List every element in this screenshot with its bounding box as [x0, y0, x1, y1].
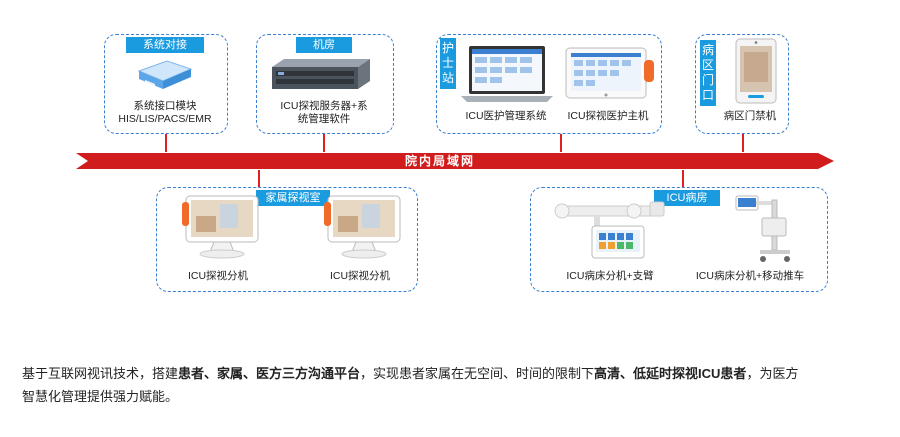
connector-door	[742, 134, 744, 152]
bed-arm-caption: ICU病床分机+支臂	[566, 270, 654, 282]
nurse-system-caption: ICU医护管理系统	[465, 110, 547, 122]
bed-terminal-arm-icon	[554, 201, 665, 259]
bed-terminal-cart-icon	[735, 195, 790, 262]
interface-module-icon	[137, 60, 193, 89]
description-paragraph: 基于互联网视讯技术，搭建患者、家属、医方三方沟通平台，实现患者家属在无空间、时间…	[22, 366, 799, 404]
door-access-caption: 病区门禁机	[723, 110, 777, 122]
system-interface-caption: 系统接口模块 HIS/LIS/PACS/EMR	[118, 100, 212, 125]
visiting-terminal-icon	[324, 195, 401, 259]
nurse-host-icon	[565, 47, 654, 99]
server-icon	[272, 59, 370, 89]
family-terminal-caption-left: ICU探视分机	[187, 270, 249, 282]
ward-door-tag: 病区门口	[700, 40, 716, 106]
nurse-station-tag: 护士站	[440, 38, 456, 89]
connector-icu	[682, 170, 684, 188]
family-room-tag: 家属探视室	[256, 190, 330, 206]
server-room-tag: 机房	[296, 37, 352, 53]
server-room-caption: ICU探视服务器+系 统管理软件	[280, 100, 368, 125]
system-interface-tag: 系统对接	[126, 37, 204, 53]
network-label: 院内局域网	[404, 154, 475, 168]
connector-nurse	[560, 134, 562, 152]
network-bar	[76, 153, 834, 169]
visiting-terminal-icon	[182, 195, 259, 259]
door-access-icon	[735, 38, 777, 104]
laptop-icon	[461, 46, 553, 102]
connector-family	[258, 170, 260, 188]
nurse-host-caption: ICU探视医护主机	[567, 110, 649, 122]
icu-ward-tag: ICU病房	[654, 190, 720, 206]
connector-server	[323, 134, 325, 152]
connector-system	[165, 134, 167, 152]
family-terminal-caption-right: ICU探视分机	[329, 270, 391, 282]
bed-cart-caption: ICU病床分机+移动推车	[695, 270, 805, 282]
